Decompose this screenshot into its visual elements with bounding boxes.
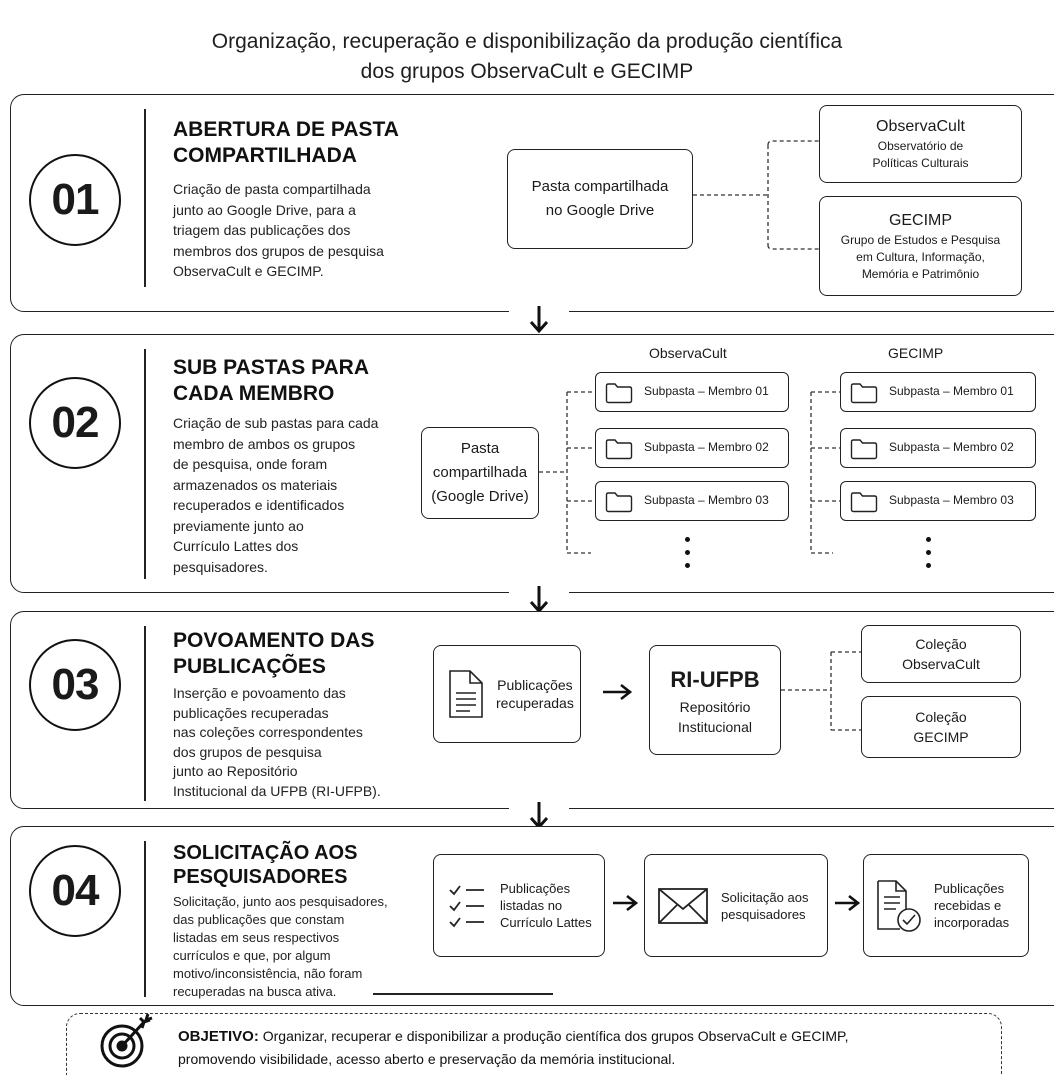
- step-04-title: SOLICITAÇÃO AOS PESQUISADORES: [173, 842, 358, 888]
- step-divider: [144, 109, 146, 287]
- step-02-title: SUB PASTAS PARA CADA MEMBRO: [173, 356, 370, 405]
- step-03-panel: 03 POVOAMENTO DAS PUBLICAÇÕES Inserção e…: [10, 611, 1054, 809]
- objective-label: OBJETIVO:: [178, 1028, 259, 1045]
- step-02-description: Criação de sub pastas para cada membro d…: [173, 415, 379, 575]
- ri-ufpb-box: RI-UFPB Repositório Institucional: [649, 645, 781, 755]
- folder-icon: [850, 383, 878, 404]
- step-02-panel: 02 SUB PASTAS PARA CADA MEMBRO Criação d…: [10, 334, 1054, 593]
- step-03-description: Inserção e povoamento das publicações re…: [173, 685, 381, 799]
- step-divider: [144, 841, 146, 997]
- document-check-icon: [877, 879, 921, 932]
- step-04-panel: 04 SOLICITAÇÃO AOS PESQUISADORES Solicit…: [10, 826, 1054, 1006]
- folder-icon: [850, 439, 878, 460]
- checklist-icon: [449, 884, 484, 927]
- step-04-underline: [373, 993, 553, 995]
- arrow-right-icon: [835, 894, 861, 912]
- step-number-03: 03: [29, 639, 121, 731]
- step-01-connectors: [693, 140, 819, 250]
- step-03-title: POVOAMENTO DAS PUBLICAÇÕES: [173, 629, 375, 678]
- step-01-title: ABERTURA DE PASTA COMPARTILHADA: [173, 118, 399, 167]
- arrow-down-icon: [509, 300, 569, 338]
- target-icon: [100, 1013, 153, 1068]
- subfolder-observacult-02: Subpasta – Membro 02: [595, 428, 789, 468]
- subfolder-gecimp-01: Subpasta – Membro 01: [840, 372, 1036, 412]
- column-head-gecimp: GECIMP: [888, 345, 944, 361]
- top-rule: [0, 0, 1054, 4]
- step-04-description: Solicitação, junto aos pesquisadores, da…: [173, 894, 388, 999]
- folder-icon: [605, 383, 633, 404]
- subfolder-observacult-01: Subpasta – Membro 01: [595, 372, 789, 412]
- subfolder-observacult-03: Subpasta – Membro 03: [595, 481, 789, 521]
- document-icon: [449, 670, 483, 718]
- page-title-line2: dos grupos ObservaCult e GECIMP: [360, 60, 694, 83]
- more-members-indicator: [926, 537, 932, 576]
- step-01-description: Criação de pasta compartilhada junto ao …: [173, 181, 384, 279]
- step-number-01: 01: [29, 154, 121, 246]
- step-divider: [144, 349, 146, 579]
- group-observacult-box: ObservaCult Observatório de Políticas Cu…: [819, 105, 1022, 183]
- step-number-02: 02: [29, 377, 121, 469]
- column-head-observacult: ObservaCult: [649, 345, 727, 361]
- group-gecimp-box: GECIMP Grupo de Estudos e Pesquisa em Cu…: [819, 196, 1022, 296]
- objective-panel: [66, 1013, 1002, 1075]
- step-03-connectors: [781, 651, 861, 731]
- subfolder-gecimp-03: Subpasta – Membro 03: [840, 481, 1036, 521]
- step-divider: [144, 626, 146, 801]
- folder-icon: [605, 439, 633, 460]
- arrow-right-icon: [603, 683, 633, 701]
- folder-icon: [850, 492, 878, 513]
- objective-text: OBJETIVO: Organizar, recuperar e disponi…: [178, 1028, 849, 1067]
- step-02-connectors: [539, 391, 840, 554]
- page-title-line1: Organização, recuperação e disponibiliza…: [211, 30, 843, 53]
- folder-icon: [605, 492, 633, 513]
- subfolder-gecimp-02: Subpasta – Membro 02: [840, 428, 1036, 468]
- step-number-04: 04: [29, 845, 121, 937]
- arrow-right-icon: [613, 894, 639, 912]
- envelope-icon: [658, 887, 708, 924]
- more-members-indicator: [685, 537, 691, 576]
- step-01-panel: 01 ABERTURA DE PASTA COMPARTILHADA Criaç…: [10, 94, 1054, 312]
